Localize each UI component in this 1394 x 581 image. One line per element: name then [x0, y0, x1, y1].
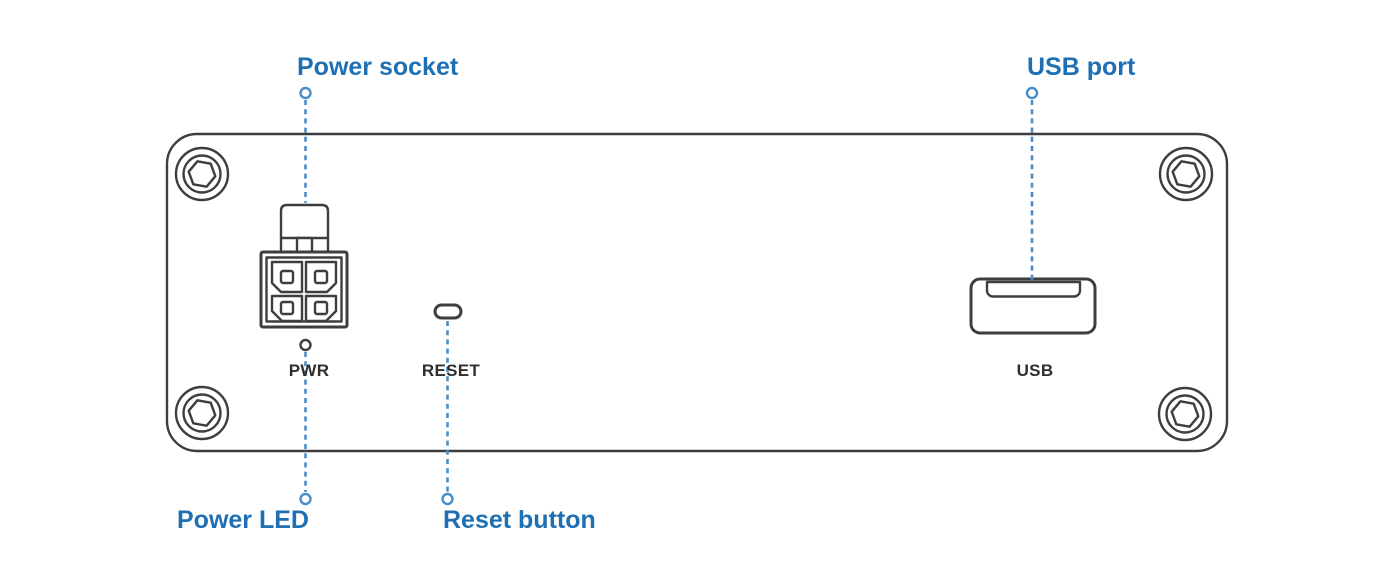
power-socket-connector — [259, 203, 349, 329]
panel-label-usb: USB — [1016, 361, 1054, 380]
callout-dot-reset-button — [441, 492, 454, 506]
power-socket-pin-cavities — [270, 260, 338, 323]
panel-label-reset: RESET — [421, 361, 481, 380]
power-led-indicator-icon — [299, 338, 312, 352]
callout-label-usb-port: USB port — [1027, 53, 1136, 81]
corner-screw-top-right-icon — [1158, 146, 1214, 202]
callout-label-power-socket: Power socket — [297, 53, 459, 81]
callout-label-power-led: Power LED — [177, 506, 309, 534]
power-socket-pins — [279, 269, 329, 316]
reset-pinhole-icon — [433, 303, 463, 320]
corner-screw-bottom-left-icon — [174, 385, 230, 441]
usb-port-shape — [969, 277, 1097, 335]
callout-dot-power-led — [299, 492, 312, 506]
corner-screw-top-left-icon — [174, 146, 230, 202]
callout-dot-power-socket — [299, 86, 312, 100]
callout-dot-usb-port — [1025, 86, 1039, 100]
corner-screw-bottom-right-icon — [1157, 386, 1213, 442]
panel-label-pwr: PWR — [288, 361, 330, 380]
device-panel-outline — [165, 132, 1229, 453]
callout-label-reset-button: Reset button — [443, 506, 596, 534]
